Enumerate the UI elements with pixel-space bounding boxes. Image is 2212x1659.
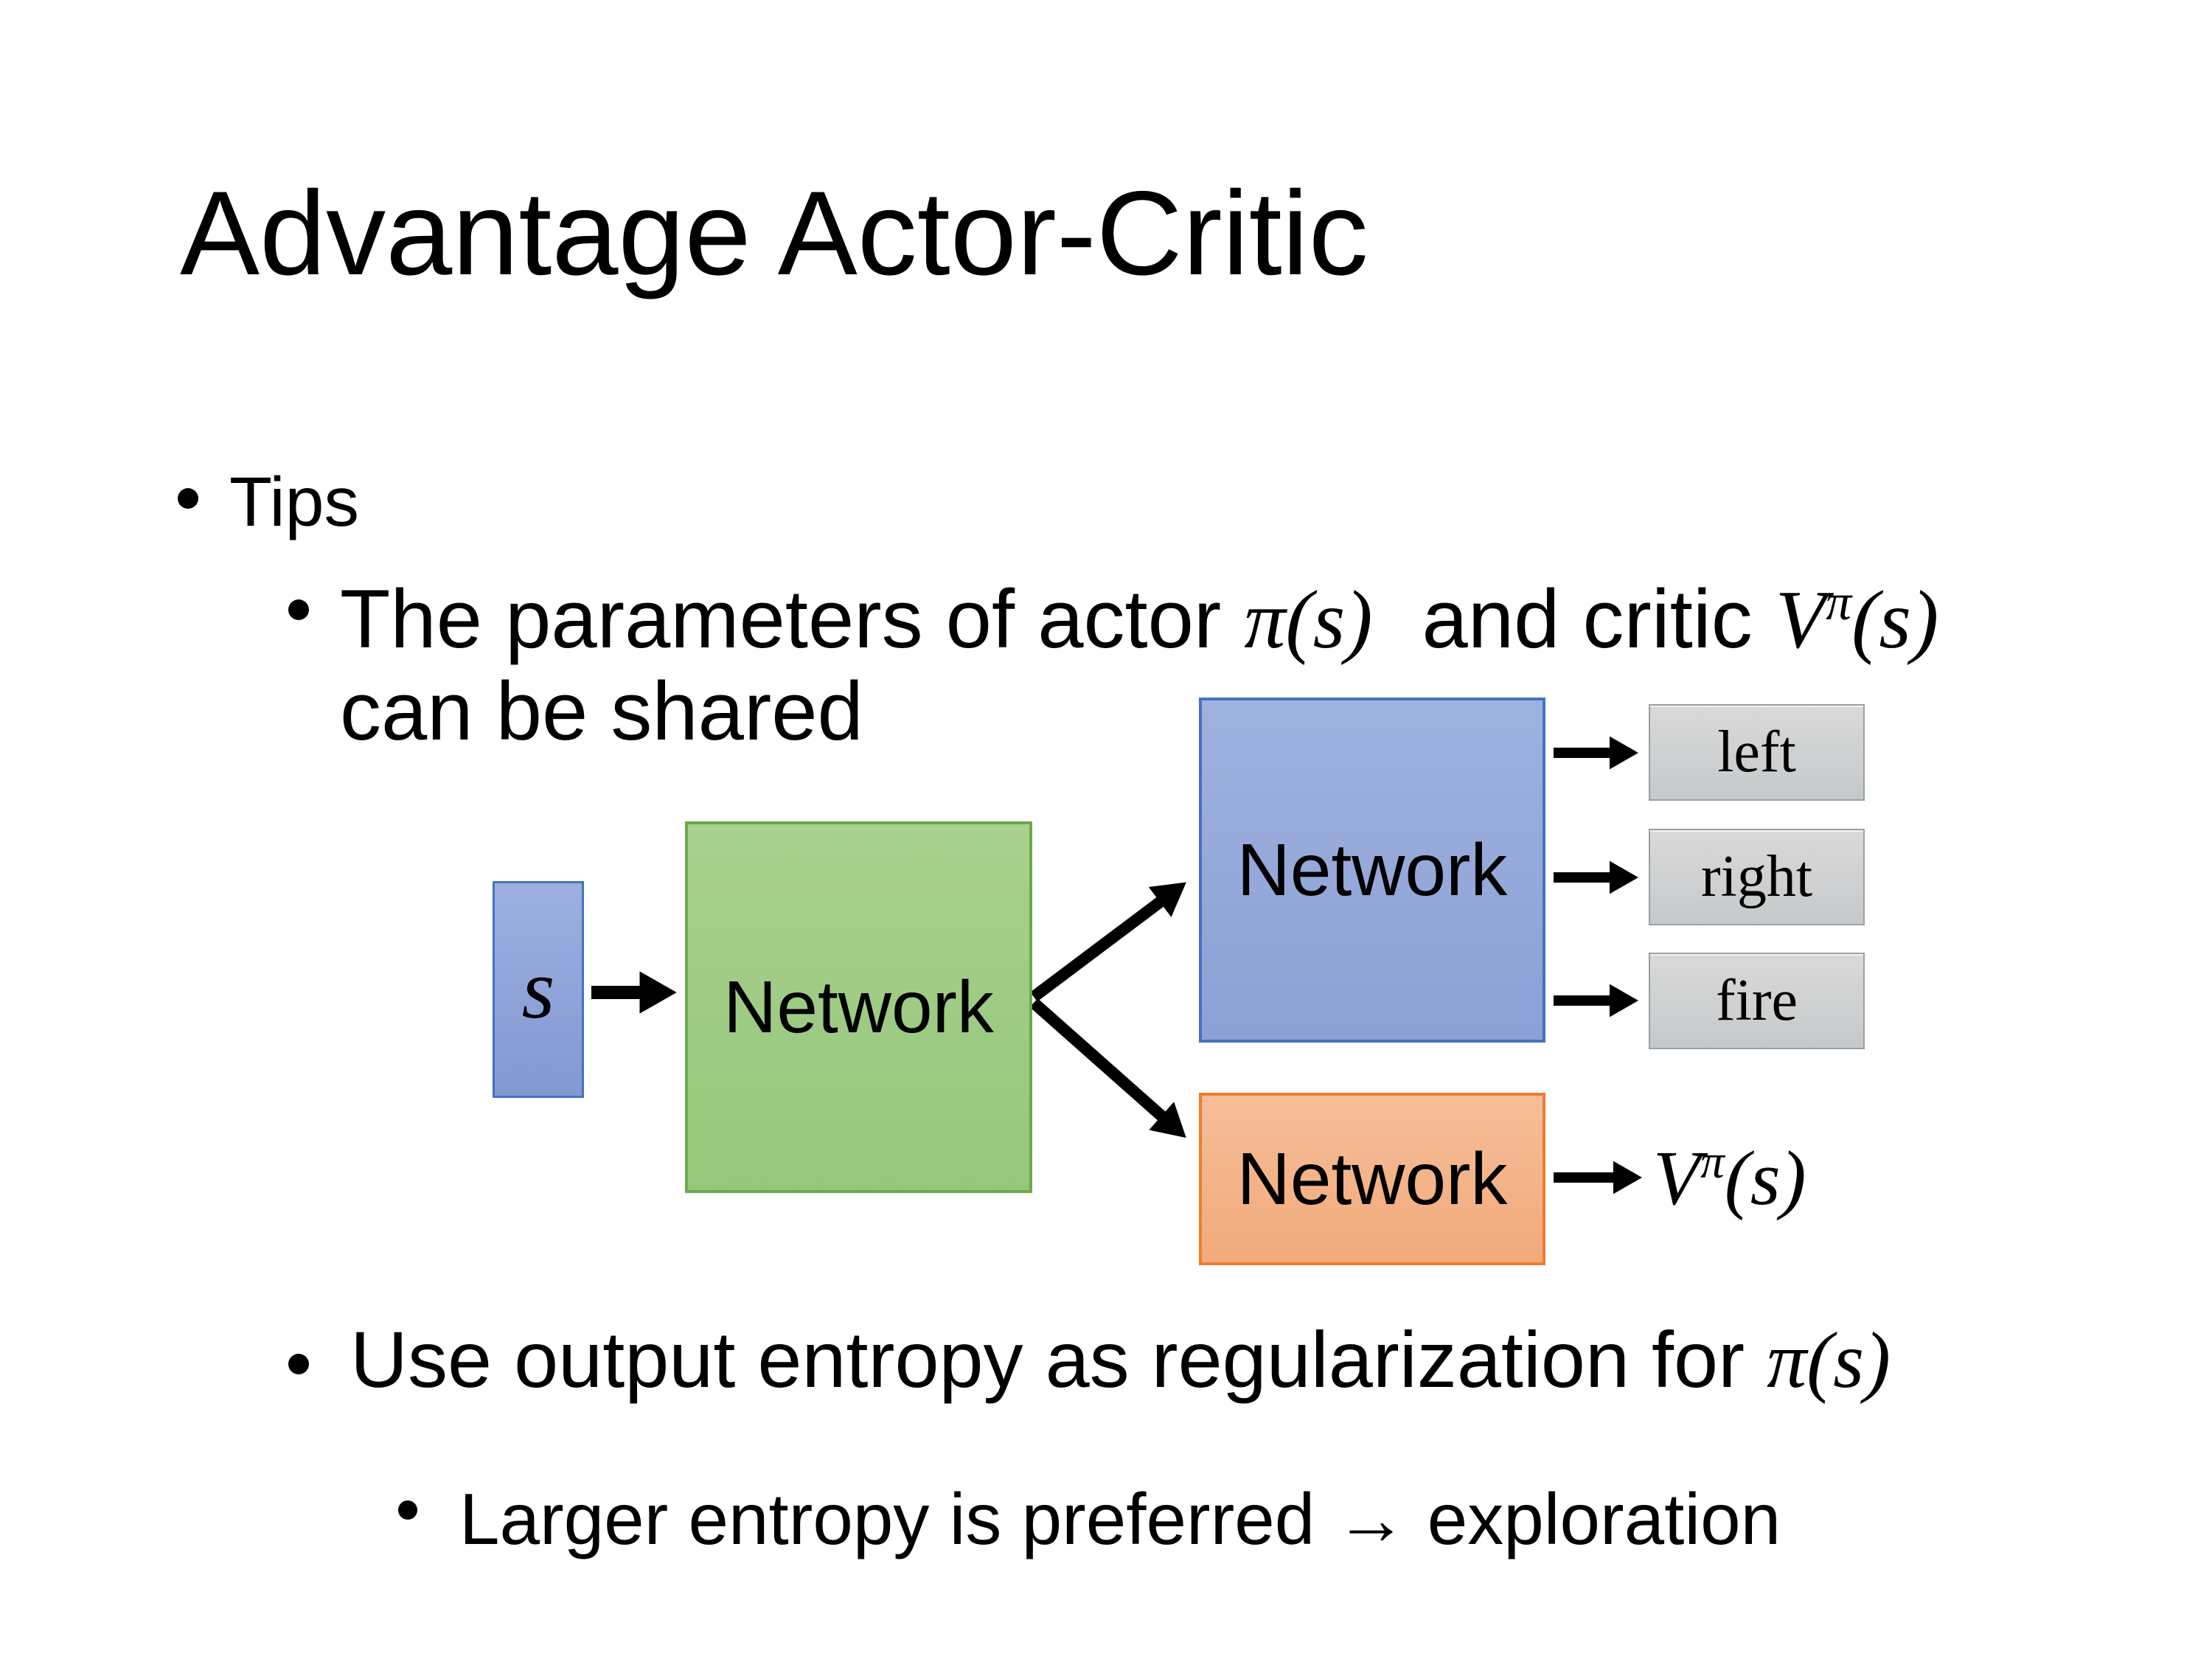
bullet-parameters-line2: can be shared — [340, 665, 863, 758]
action-label-right: right — [1700, 844, 1813, 909]
page-title: Advantage Actor-Critic — [180, 167, 1368, 300]
bullet-icon — [398, 1500, 417, 1520]
action-label-fire: fire — [1715, 968, 1798, 1033]
action-box-right: right — [1649, 829, 1865, 925]
input-state-box: s — [493, 881, 584, 1098]
bullet-icon — [178, 488, 198, 509]
action-label-left: left — [1717, 720, 1796, 785]
shared-network-label: Network — [723, 965, 994, 1048]
bullet-parameters-shared: The parameters of actor π(s) and critic … — [340, 557, 1938, 757]
actor-network-label: Network — [1237, 828, 1508, 911]
bullet-parameters-text: The parameters of actor — [340, 573, 1245, 666]
action-box-fire: fire — [1649, 953, 1865, 1049]
critic-value-base: V — [1775, 574, 1826, 667]
bullet-entropy-text: Use output entropy as regularization for — [350, 1315, 1767, 1404]
value-output-superscript: π — [1700, 1135, 1725, 1189]
shared-network-box: Network — [685, 821, 1032, 1193]
value-output-label: Vπ(s) — [1653, 1133, 1806, 1222]
critic-value-args: (s) — [1851, 574, 1939, 667]
critic-value-superscript: π — [1826, 574, 1852, 631]
bullet-exploration: Larger entropy is preferred → exploratio… — [459, 1478, 1781, 1559]
arrow-shared-to-critic — [1029, 998, 1186, 1138]
input-state-label: s — [521, 942, 555, 1036]
critic-network-box: Network — [1199, 1093, 1545, 1265]
bullet-icon — [288, 599, 309, 620]
bullet-tips: Tips — [229, 463, 359, 541]
action-box-left: left — [1649, 704, 1865, 801]
actor-policy-math: π(s) — [1244, 574, 1373, 667]
value-output-args: (s) — [1724, 1135, 1806, 1221]
bullet-icon — [288, 1354, 309, 1374]
value-output-base: V — [1653, 1135, 1701, 1221]
critic-network-label: Network — [1237, 1137, 1508, 1220]
bullet-entropy-regularization: Use output entropy as regularization for… — [350, 1315, 1891, 1405]
bullet-parameters-mid: and critic — [1399, 573, 1775, 666]
actor-network-box: Network — [1199, 698, 1545, 1043]
policy-math: π(s) — [1767, 1317, 1891, 1405]
arrow-shared-to-actor — [1030, 882, 1186, 1002]
